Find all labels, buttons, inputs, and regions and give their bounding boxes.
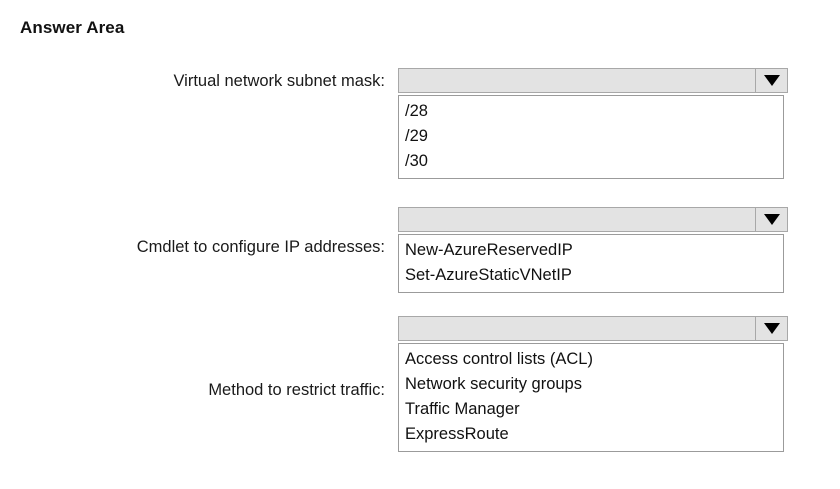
field-label-cmdlet: Cmdlet to configure IP addresses:: [136, 238, 385, 256]
list-item[interactable]: Traffic Manager: [399, 397, 783, 422]
field-label-subnet-mask: Virtual network subnet mask:: [173, 72, 385, 90]
chevron-down-icon: [763, 214, 780, 225]
dropdown-method[interactable]: [398, 316, 788, 341]
dropdown-method-value[interactable]: [399, 317, 755, 340]
field-label-method: Method to restrict traffic:: [208, 381, 385, 399]
dropdown-subnet-mask-option-list[interactable]: /28 /29 /30: [398, 95, 784, 179]
page-title: Answer Area: [20, 18, 125, 37]
list-item[interactable]: ExpressRoute: [399, 422, 783, 447]
list-item[interactable]: /30: [399, 149, 783, 174]
dropdown-subnet-mask[interactable]: [398, 68, 788, 93]
list-item[interactable]: /28: [399, 99, 783, 124]
dropdown-cmdlet[interactable]: [398, 207, 788, 232]
dropdown-method-option-list[interactable]: Access control lists (ACL) Network secur…: [398, 343, 784, 452]
list-item[interactable]: /29: [399, 124, 783, 149]
list-item[interactable]: Access control lists (ACL): [399, 347, 783, 372]
dropdown-cmdlet-option-list[interactable]: New-AzureReservedIP Set-AzureStaticVNetI…: [398, 234, 784, 293]
dropdown-cmdlet-toggle[interactable]: [755, 208, 787, 231]
dropdown-method-toggle[interactable]: [755, 317, 787, 340]
chevron-down-icon: [763, 323, 780, 334]
chevron-down-icon: [763, 75, 780, 86]
list-item[interactable]: New-AzureReservedIP: [399, 238, 783, 263]
dropdown-cmdlet-value[interactable]: [399, 208, 755, 231]
dropdown-subnet-mask-value[interactable]: [399, 69, 755, 92]
list-item[interactable]: Network security groups: [399, 372, 783, 397]
list-item[interactable]: Set-AzureStaticVNetIP: [399, 263, 783, 288]
dropdown-subnet-mask-toggle[interactable]: [755, 69, 787, 92]
